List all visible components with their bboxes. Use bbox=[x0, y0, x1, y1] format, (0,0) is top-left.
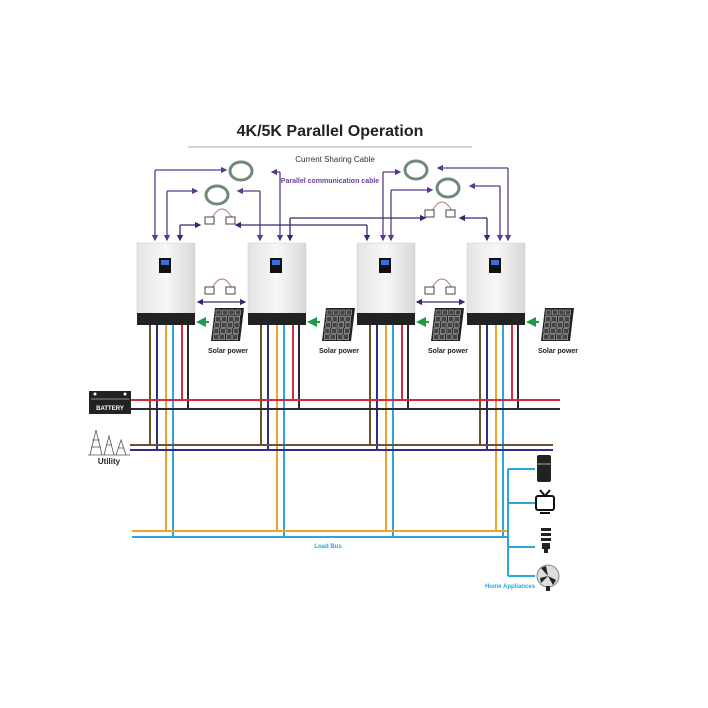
battery-label: BATTERY bbox=[96, 406, 124, 412]
solar-power-label: Solar power bbox=[428, 348, 468, 355]
inverter-base bbox=[467, 313, 525, 325]
display-screen bbox=[272, 260, 280, 265]
inverter-2: Solar power bbox=[247, 242, 359, 537]
solar-panel-icon bbox=[431, 308, 464, 341]
solar-power-label: Solar power bbox=[319, 348, 359, 355]
display-screen bbox=[381, 260, 389, 265]
display-screen bbox=[161, 260, 169, 265]
communication-cables bbox=[151, 164, 512, 306]
utility-tower-icon bbox=[88, 429, 130, 456]
load-bus-label: Load Bus bbox=[314, 544, 342, 550]
refrigerator-icon bbox=[537, 455, 551, 482]
appliance-branch bbox=[507, 468, 535, 577]
inverter-base bbox=[137, 313, 195, 325]
bulb-icon bbox=[541, 528, 551, 553]
diagram-title: 4K/5K Parallel Operation bbox=[237, 123, 424, 140]
tv-icon bbox=[535, 489, 555, 514]
fan-icon bbox=[536, 564, 560, 591]
inverter-body bbox=[356, 242, 416, 316]
parallel-connector-icon bbox=[204, 201, 456, 295]
current-sharing-cable-icon bbox=[204, 159, 461, 206]
current-sharing-label: Current Sharing Cable bbox=[295, 155, 375, 164]
solar-panel-icon bbox=[541, 308, 574, 341]
solar-power-label: Solar power bbox=[538, 348, 578, 355]
utility-label: Utility bbox=[98, 457, 121, 466]
solar-power-label: Solar power bbox=[208, 348, 248, 355]
inverter-body bbox=[466, 242, 526, 316]
inverter-base bbox=[357, 313, 415, 325]
inverter-4: Solar power bbox=[466, 242, 578, 537]
inverter-body bbox=[136, 242, 196, 316]
home-appliances-label: Home Appliances bbox=[485, 584, 536, 590]
inverter-3: Solar power bbox=[356, 242, 468, 537]
battery-icon bbox=[89, 391, 131, 414]
display-screen bbox=[491, 260, 499, 265]
solar-panel-icon bbox=[211, 308, 244, 341]
inverter-base bbox=[248, 313, 306, 325]
solar-panel-icon bbox=[322, 308, 355, 341]
buses bbox=[130, 399, 560, 577]
parallel-comm-label: Parallel communication cable bbox=[281, 178, 380, 185]
inverter-1: Solar power bbox=[136, 242, 248, 537]
inverter-body bbox=[247, 242, 307, 316]
